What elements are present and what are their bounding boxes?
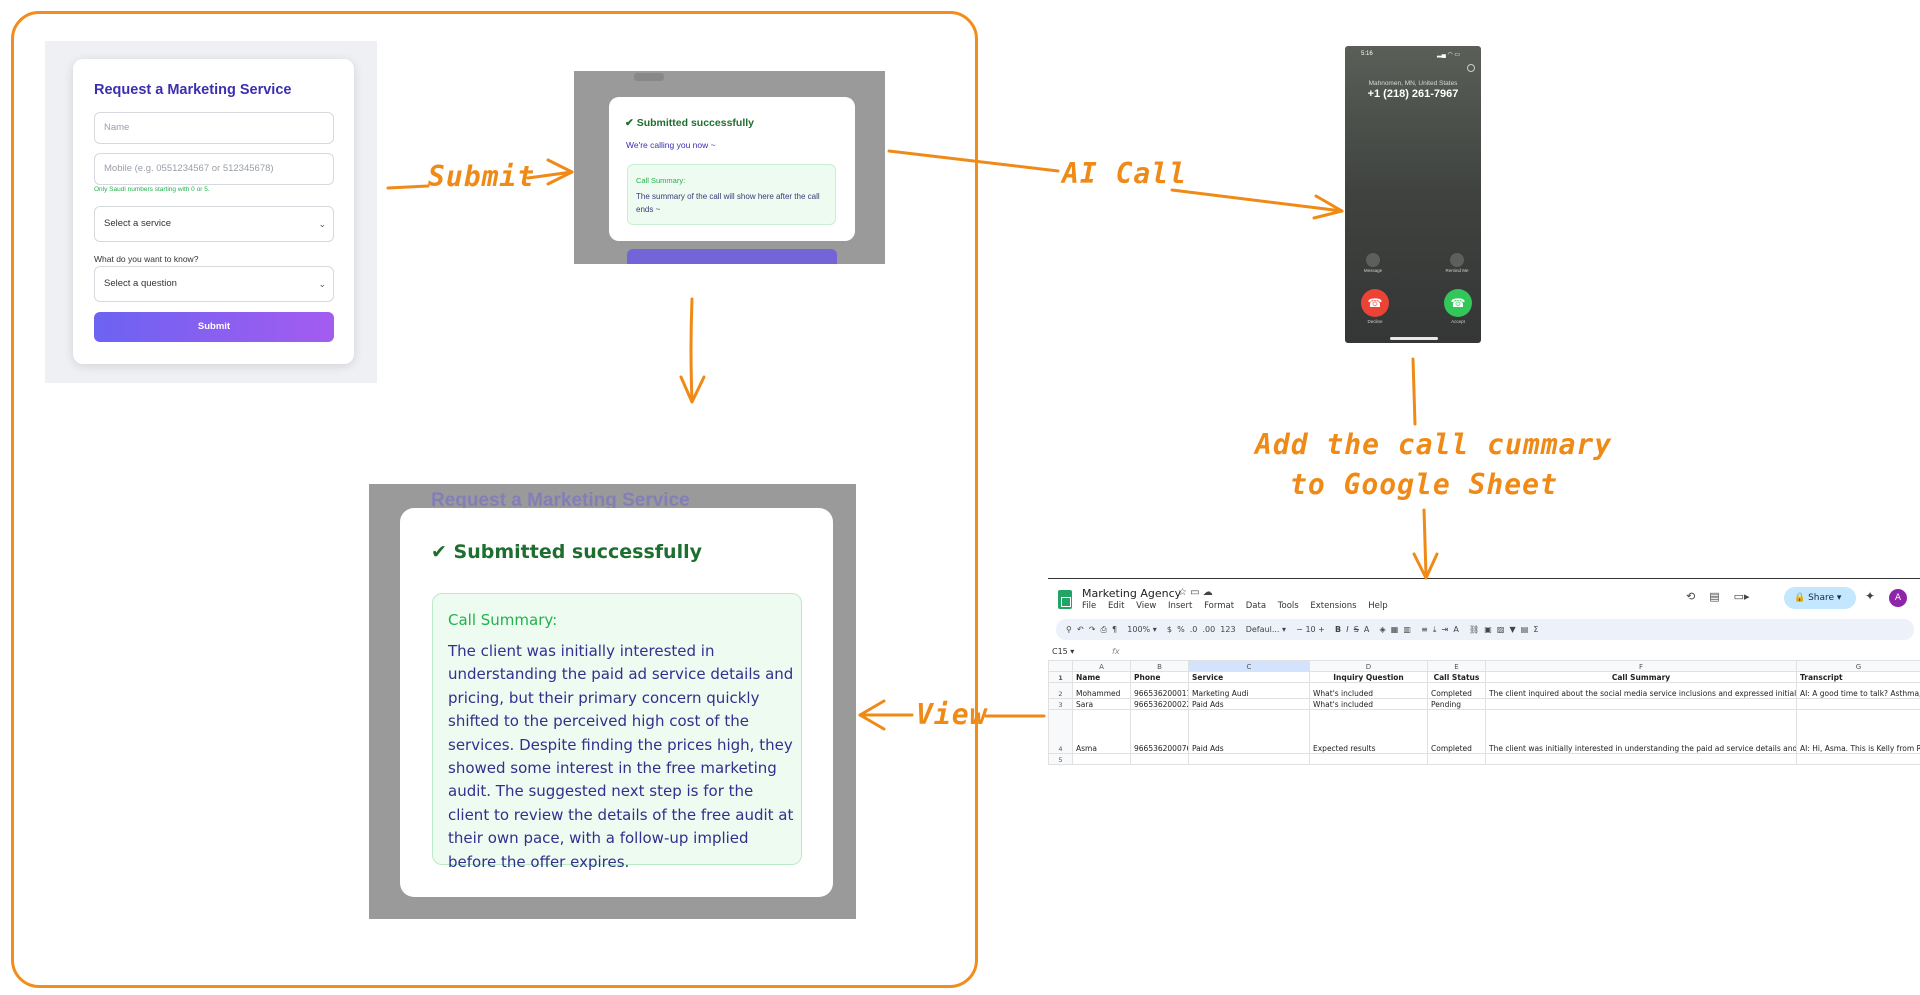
caller-number: +1 (218) 261-7967 xyxy=(1367,88,1459,100)
mobile-input[interactable]: Mobile (e.g. 0551234567 or 512345678) xyxy=(94,153,334,185)
name-box[interactable]: C15 ▾ xyxy=(1052,647,1075,656)
accept-label: Accept xyxy=(1451,319,1465,324)
sheet-title[interactable]: Marketing Agency xyxy=(1082,587,1182,600)
ghost-form-title: Request a Marketing Service xyxy=(431,490,690,511)
sheets-logo-icon xyxy=(1058,590,1072,609)
share-button[interactable]: 🔒 Share ▾ xyxy=(1784,587,1856,609)
ai-call-arrowhead xyxy=(1312,194,1344,220)
sheet-menu-bar: File Edit View Insert Format Data Tools … xyxy=(1082,601,1397,611)
ai-call-label: AI Call xyxy=(1062,157,1188,190)
message-label: Message xyxy=(1363,268,1383,273)
submit-arrowhead xyxy=(546,158,574,186)
question-label: What do you want to know? xyxy=(94,254,199,264)
font-size-input[interactable]: 10 xyxy=(1305,625,1316,634)
menu-format[interactable]: Format xyxy=(1204,601,1235,611)
calling-subtitle: We're calling you now ~ xyxy=(626,140,716,150)
formula-bar[interactable]: fx xyxy=(1112,647,1120,656)
menu-file[interactable]: File xyxy=(1082,601,1097,611)
avatar[interactable]: A xyxy=(1889,589,1907,607)
result-title: ✔ Submitted successfully xyxy=(431,541,702,563)
calling-summary-text: The summary of the call will show here a… xyxy=(636,192,820,214)
zoom-select[interactable]: 100% xyxy=(1127,625,1151,634)
submit-button[interactable]: Submit xyxy=(94,312,334,342)
message-icon[interactable] xyxy=(1366,253,1380,267)
table-cell[interactable]: Completed xyxy=(1427,709,1486,754)
sheet-grid: A B C D E F G 1 Name Phone Service Inqui… xyxy=(1048,660,1920,765)
chevron-down-icon: ⌄ xyxy=(318,279,326,289)
view-label: View xyxy=(916,698,988,731)
row-number[interactable]: 4 xyxy=(1048,709,1073,754)
menu-extensions[interactable]: Extensions xyxy=(1310,601,1357,611)
calling-summary-label: Call Summary: xyxy=(636,176,686,185)
service-select[interactable]: Select a service ⌄ xyxy=(94,206,334,242)
gemini-icon[interactable]: ✦ xyxy=(1865,589,1876,603)
menu-data[interactable]: Data xyxy=(1245,601,1267,611)
sheet-down-arrow xyxy=(1422,508,1428,577)
caller-location: Mahnomen, MN, United States xyxy=(1368,80,1458,87)
view-arrow xyxy=(858,713,1046,718)
ghost-button xyxy=(627,249,837,264)
calling-summary-box xyxy=(627,164,836,225)
result-summary-box xyxy=(432,593,802,865)
view-arrowhead xyxy=(858,699,886,731)
menu-view[interactable]: View xyxy=(1136,601,1157,611)
name-box-value: C15 xyxy=(1052,647,1068,656)
remind-icon[interactable] xyxy=(1450,253,1464,267)
chevron-down-icon: ⌄ xyxy=(318,219,326,229)
submit-arrow xyxy=(386,170,574,190)
home-indicator xyxy=(1390,337,1438,340)
table-cell[interactable]: 966536200076 xyxy=(1130,709,1189,754)
row-number[interactable]: 2 xyxy=(1048,682,1073,699)
share-label: Share xyxy=(1808,593,1835,603)
history-comment-meet-icons[interactable]: ⟲ ▤ ▭▸ xyxy=(1686,590,1750,603)
add-summary-label-line1: Add the call cummary xyxy=(1255,428,1613,461)
question-select-value: Select a question xyxy=(104,278,177,289)
result-summary-text: The client was initially interested in u… xyxy=(448,642,794,871)
phone-down-line xyxy=(1411,357,1417,426)
remind-label: Remind Me xyxy=(1445,268,1469,273)
calling-title: ✔ Submitted successfully xyxy=(625,117,754,129)
table-row: 5 xyxy=(1048,753,1920,765)
menu-help[interactable]: Help xyxy=(1368,601,1388,611)
menu-insert[interactable]: Insert xyxy=(1167,601,1193,611)
table-row: 2 Mohammed 966536200011 Marketing Audi W… xyxy=(1048,682,1920,699)
add-summary-label-line2: to Google Sheet xyxy=(1290,468,1558,501)
phone-time: 5:16 xyxy=(1361,51,1373,57)
ai-call-arrow xyxy=(887,149,1344,213)
ghost-element xyxy=(634,73,664,81)
star-folder-cloud-icons[interactable]: ☆ ▭ ☁ xyxy=(1178,587,1213,598)
info-icon[interactable] xyxy=(1467,64,1475,72)
decline-label: Decline xyxy=(1367,319,1383,324)
mobile-hint: Only Saudi numbers starting with 0 or 5. xyxy=(94,186,210,193)
down-arrow xyxy=(689,297,694,402)
down-arrowhead xyxy=(679,375,706,404)
table-row: 3 Sara 966536200022 Paid Ads What's incl… xyxy=(1048,698,1920,710)
name-input[interactable]: Name xyxy=(94,112,334,144)
table-row: 4 Asma 966536200076 Paid Ads Expected re… xyxy=(1048,709,1920,754)
accept-button[interactable]: ☎ xyxy=(1444,289,1472,317)
phone-status-icons: ▂▄ ◠ ▭ xyxy=(1437,52,1461,58)
font-select[interactable]: Defaul... xyxy=(1245,625,1280,634)
flow-frame xyxy=(11,11,978,988)
row-number[interactable]: 5 xyxy=(1048,753,1073,765)
sheet-down-arrowhead xyxy=(1412,552,1439,580)
question-select[interactable]: Select a question ⌄ xyxy=(94,266,334,302)
submit-label: Submit xyxy=(428,160,536,193)
service-select-value: Select a service xyxy=(104,218,172,229)
form-title: Request a Marketing Service xyxy=(94,82,292,98)
decline-button[interactable]: ☎ xyxy=(1361,289,1389,317)
menu-tools[interactable]: Tools xyxy=(1277,601,1299,611)
sheet-toolbar: ⚲ ↶ ↷ ⎙ ¶ 100% ▾ $ % .0 .00 123 Defaul..… xyxy=(1056,619,1914,640)
result-summary-label: Call Summary: xyxy=(448,611,558,629)
menu-edit[interactable]: Edit xyxy=(1107,601,1125,611)
table-cell[interactable]: The client was initially interested in u… xyxy=(1485,709,1797,754)
table-cell[interactable]: Expected results xyxy=(1309,709,1428,754)
